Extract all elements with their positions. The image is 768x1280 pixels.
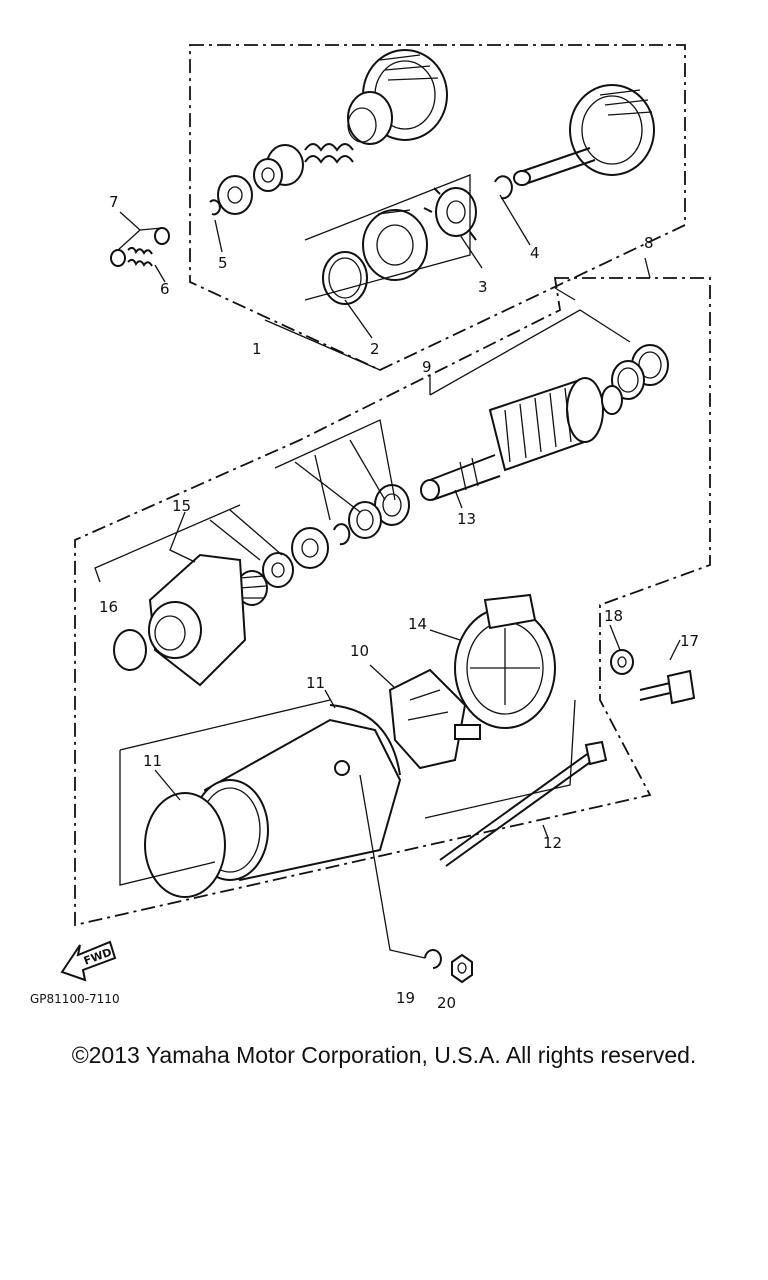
front-cover-part: [148, 553, 247, 687]
part-number-labels: 7 6 5 4 3 2 1 8 9 13 15 16 14 10 11 11 1…: [99, 193, 699, 1012]
bearing-15-part: [236, 552, 294, 606]
part-label-19: 19: [396, 989, 415, 1007]
part-label-10: 10: [350, 642, 369, 660]
exploded-parts-diagram: 7 6 5 4 3 2 1 8 9 13 15 16 14 10 11 11 1…: [30, 44, 711, 1012]
group-8-boundary: [74, 277, 711, 927]
brush-holder-part: [388, 668, 481, 770]
fwd-arrow-icon: FWD: [60, 940, 117, 982]
part-label-18: 18: [604, 607, 623, 625]
part-label-2: 2: [370, 340, 380, 358]
group-1-boundary: [189, 44, 686, 371]
circlip-4-part: [494, 175, 513, 200]
through-bolt-part: [439, 740, 608, 867]
part-label-8: 8: [644, 234, 654, 252]
clip-19-part: [424, 949, 442, 969]
pinion-shaft-part: [513, 84, 655, 186]
part-label-6: 6: [160, 280, 170, 298]
washer-18-part: [610, 649, 634, 675]
o-ring-11-rear-part: [329, 704, 401, 776]
spring-6-part: [110, 227, 170, 267]
o-ring-16-part: [113, 629, 147, 671]
part-label-15: 15: [172, 497, 191, 515]
washer-set-part: [291, 484, 410, 569]
part-label-12: 12: [543, 834, 562, 852]
part-label-9: 9: [422, 358, 432, 376]
leader-lines: [94, 194, 681, 959]
part-label-3: 3: [478, 278, 488, 296]
shim-pair-9-part: [611, 344, 669, 400]
spring-part: [304, 143, 354, 164]
nut-20-part: [451, 953, 473, 984]
part-label-4: 4: [530, 244, 540, 262]
gear-3-part: [423, 187, 477, 241]
part-label-16: 16: [99, 598, 118, 616]
armature-part: [420, 377, 623, 501]
clutch-gear-part: [347, 49, 448, 145]
part-label-11-rear: 11: [306, 674, 325, 692]
bolt-17-part: [639, 669, 696, 705]
o-ring-11-front-part: [144, 792, 226, 898]
drawing-code: GP81100-7110: [30, 992, 120, 1006]
collar-part: [253, 144, 304, 192]
part-label-14: 14: [408, 615, 427, 633]
bushing-part: [217, 175, 253, 215]
rear-cover-part: [454, 593, 556, 729]
clip-5-part: [209, 199, 221, 216]
part-label-7: 7: [109, 193, 119, 211]
washer-2-part: [322, 251, 368, 305]
part-label-5: 5: [218, 254, 228, 272]
bearing-part: [362, 209, 428, 281]
part-label-17: 17: [680, 632, 699, 650]
part-label-11-front: 11: [143, 752, 162, 770]
part-label-20: 20: [437, 994, 456, 1012]
part-label-13: 13: [457, 510, 476, 528]
copyright-notice: ©2013 Yamaha Motor Corporation, U.S.A. A…: [71, 1042, 697, 1068]
part-label-1: 1: [252, 340, 262, 358]
